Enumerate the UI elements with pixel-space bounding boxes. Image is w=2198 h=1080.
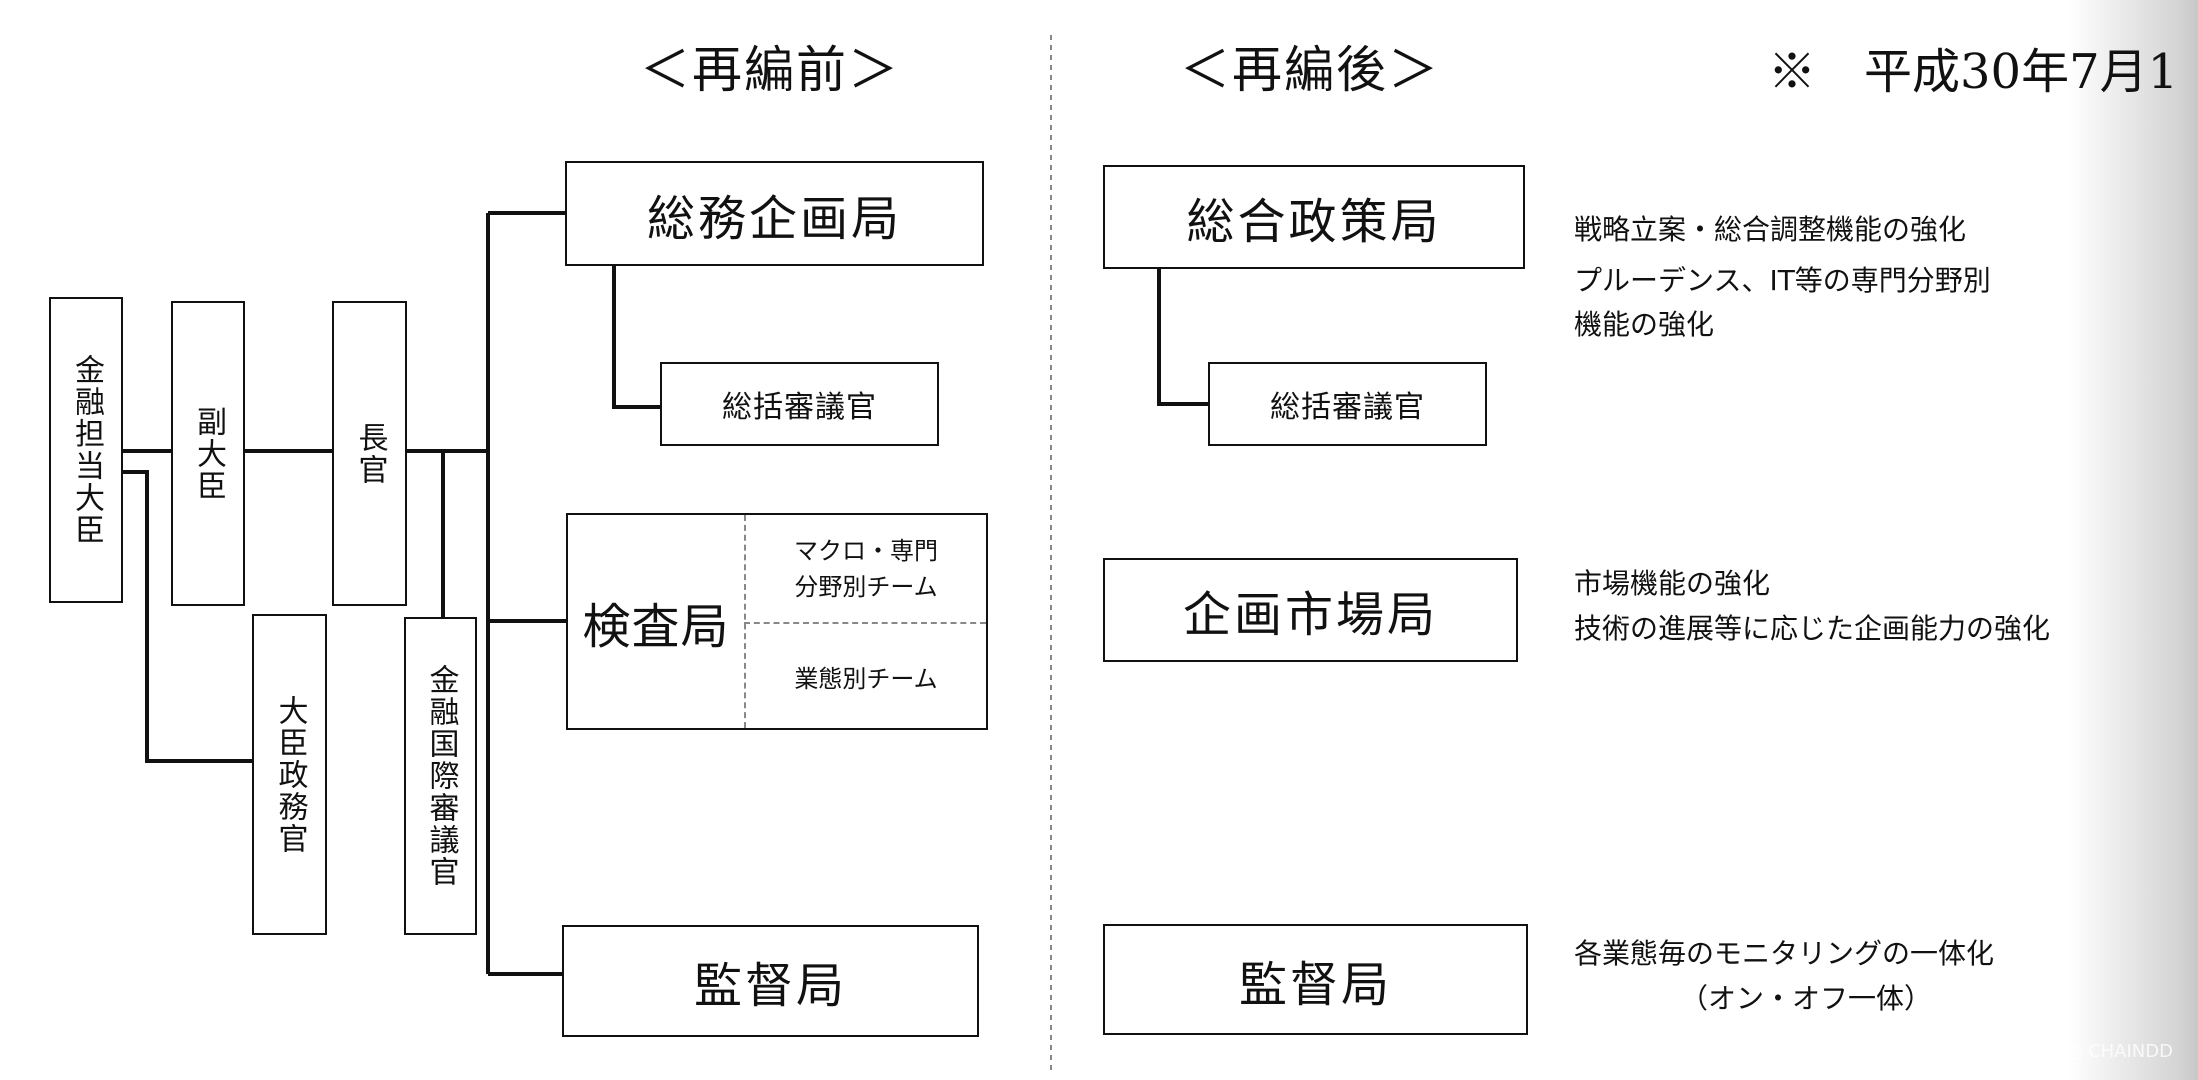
desc-markets-2: 技術の進展等に応じた企画能力の強化 (1574, 612, 2051, 645)
box-parliamentary-secretary: 大臣政務官 (252, 614, 327, 935)
watermark-text: CHAINDD (2088, 1041, 2173, 1062)
box-planning-bureau: 総務企画局 (565, 161, 984, 266)
desc-policy-2: プルーデンス、IT等の専門分野別 (1574, 264, 1991, 297)
box-supervisory-bureau-after: 監督局 (1103, 924, 1528, 1035)
desc-markets-1: 市場機能の強化 (1574, 567, 1771, 600)
inspection-team-macro: マクロ・専門 分野別チーム (794, 536, 938, 601)
box-inspection-bureau: 検査局 マクロ・専門 分野別チーム 業態別チーム (566, 513, 988, 730)
heading-before: ＜再編前＞ (640, 41, 900, 99)
box-councillor-before: 総括審議官 (660, 362, 939, 446)
box-minister: 金融担当大臣 (49, 297, 123, 603)
box-vice-minister-intl: 金融国際審議官 (404, 617, 477, 935)
box-commissioner: 長官 (332, 301, 407, 606)
inspection-divider-vertical (744, 515, 746, 728)
heading-after: ＜再編後＞ (1180, 41, 1440, 99)
inspection-divider-horizontal (744, 622, 986, 624)
box-councillor-after: 総括審議官 (1208, 362, 1487, 446)
box-vice-minister: 副大臣 (171, 301, 245, 606)
watermark-logo: ▢ CHAINDD (2065, 1041, 2173, 1062)
inspection-bureau-label: 検査局 (582, 598, 730, 655)
desc-policy-3: 機能の強化 (1574, 308, 1715, 341)
inspection-team-sector: 業態別チーム (794, 664, 938, 693)
desc-supervisory-1: 各業態毎のモニタリングの一体化 (1574, 937, 1995, 970)
box-markets-bureau: 企画市場局 (1103, 558, 1518, 662)
edge-fade (2068, 0, 2198, 1080)
box-policy-bureau: 総合政策局 (1103, 165, 1525, 269)
date-note: ※ 平成30年7月1 (1768, 44, 2179, 100)
box-supervisory-bureau-before: 監督局 (562, 925, 979, 1037)
desc-policy-1: 戦略立案・総合調整機能の強化 (1574, 213, 1967, 246)
desc-supervisory-2: （オン・オフ一体） (1680, 982, 1933, 1015)
